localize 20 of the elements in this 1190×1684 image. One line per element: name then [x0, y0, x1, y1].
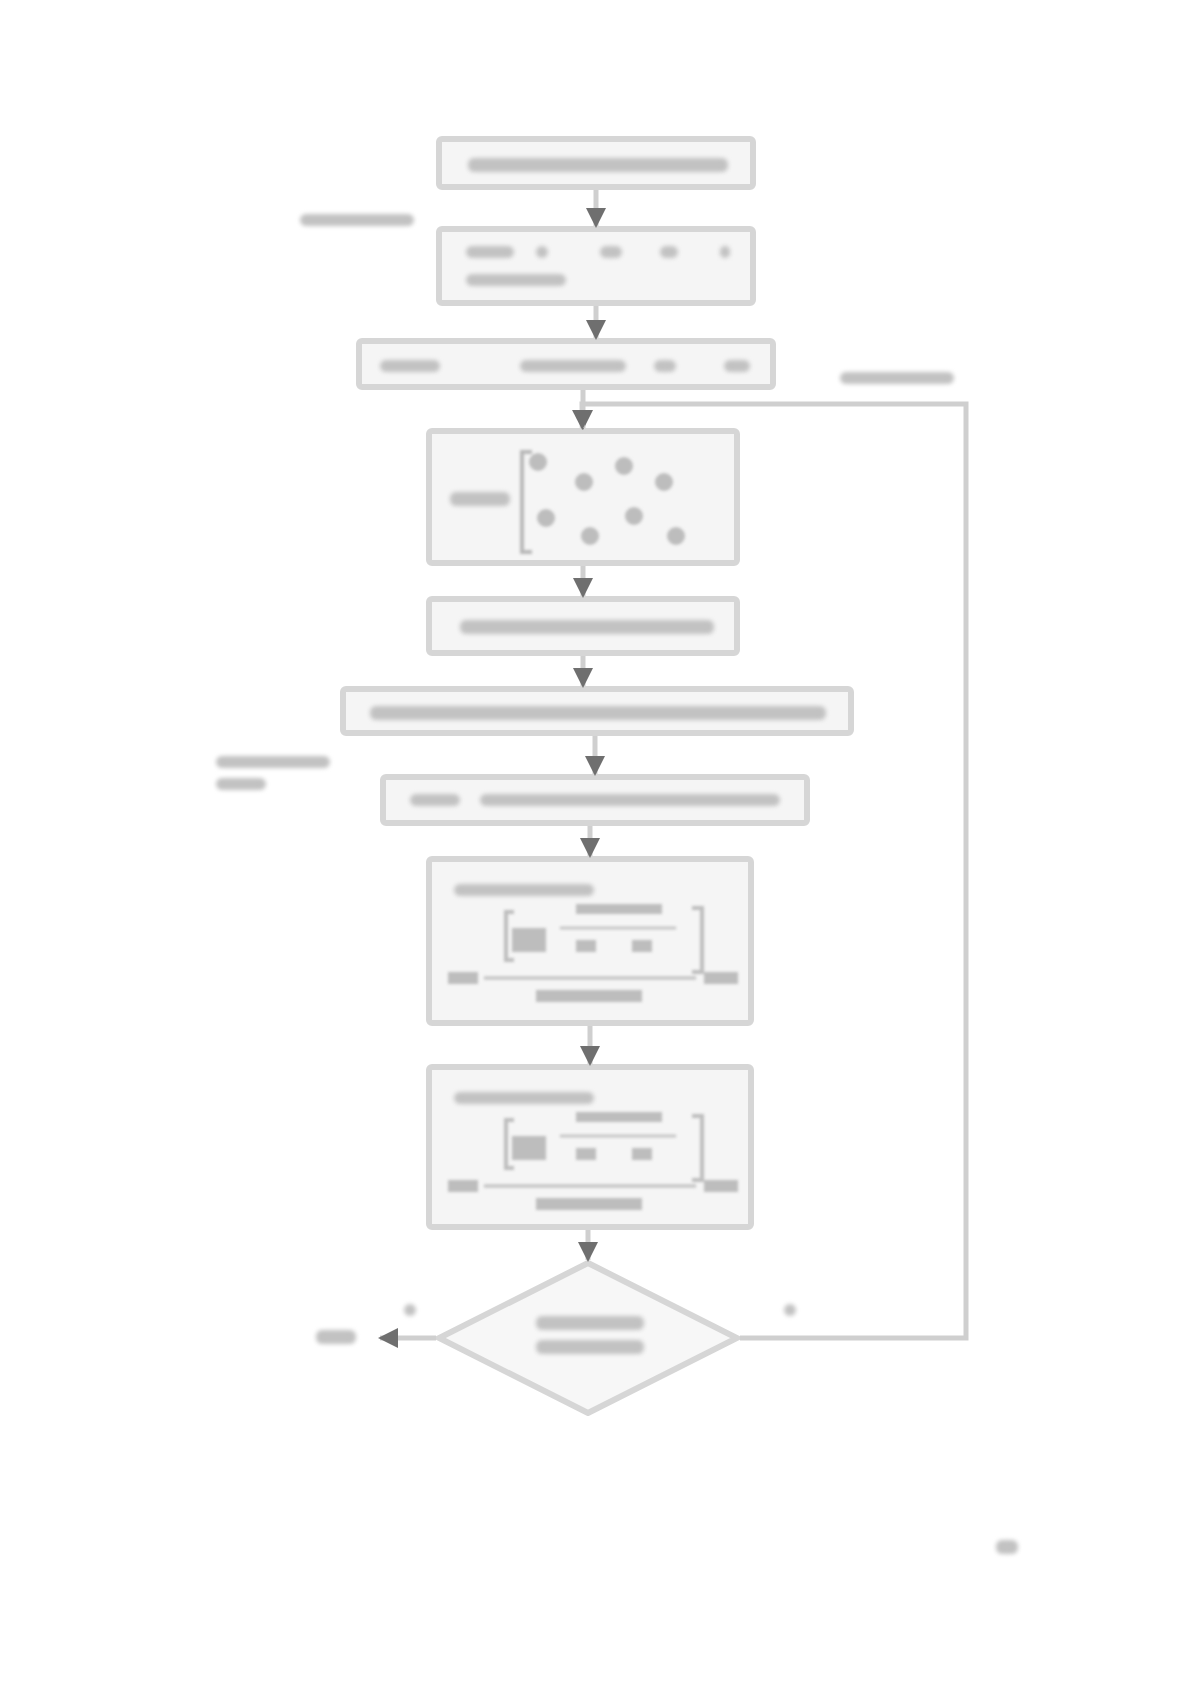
- process-box: [426, 596, 740, 656]
- process-box: [426, 856, 754, 1026]
- process-box: [380, 774, 810, 826]
- arrow: [586, 190, 606, 228]
- arrow: [586, 306, 606, 340]
- process-box: [340, 686, 854, 736]
- arrow: [573, 566, 593, 598]
- arrow: [573, 656, 593, 688]
- process-box: [426, 428, 740, 566]
- decision-diamond: [436, 1260, 740, 1416]
- arrow: [580, 1026, 600, 1066]
- process-box: [436, 136, 756, 190]
- arrow: [572, 401, 969, 1341]
- process-box: [356, 338, 776, 390]
- arrow: [578, 1230, 598, 1262]
- arrow: [585, 736, 605, 776]
- arrow: [378, 1328, 436, 1348]
- process-box: [426, 1064, 754, 1230]
- process-box: [436, 226, 756, 306]
- arrow: [580, 826, 600, 858]
